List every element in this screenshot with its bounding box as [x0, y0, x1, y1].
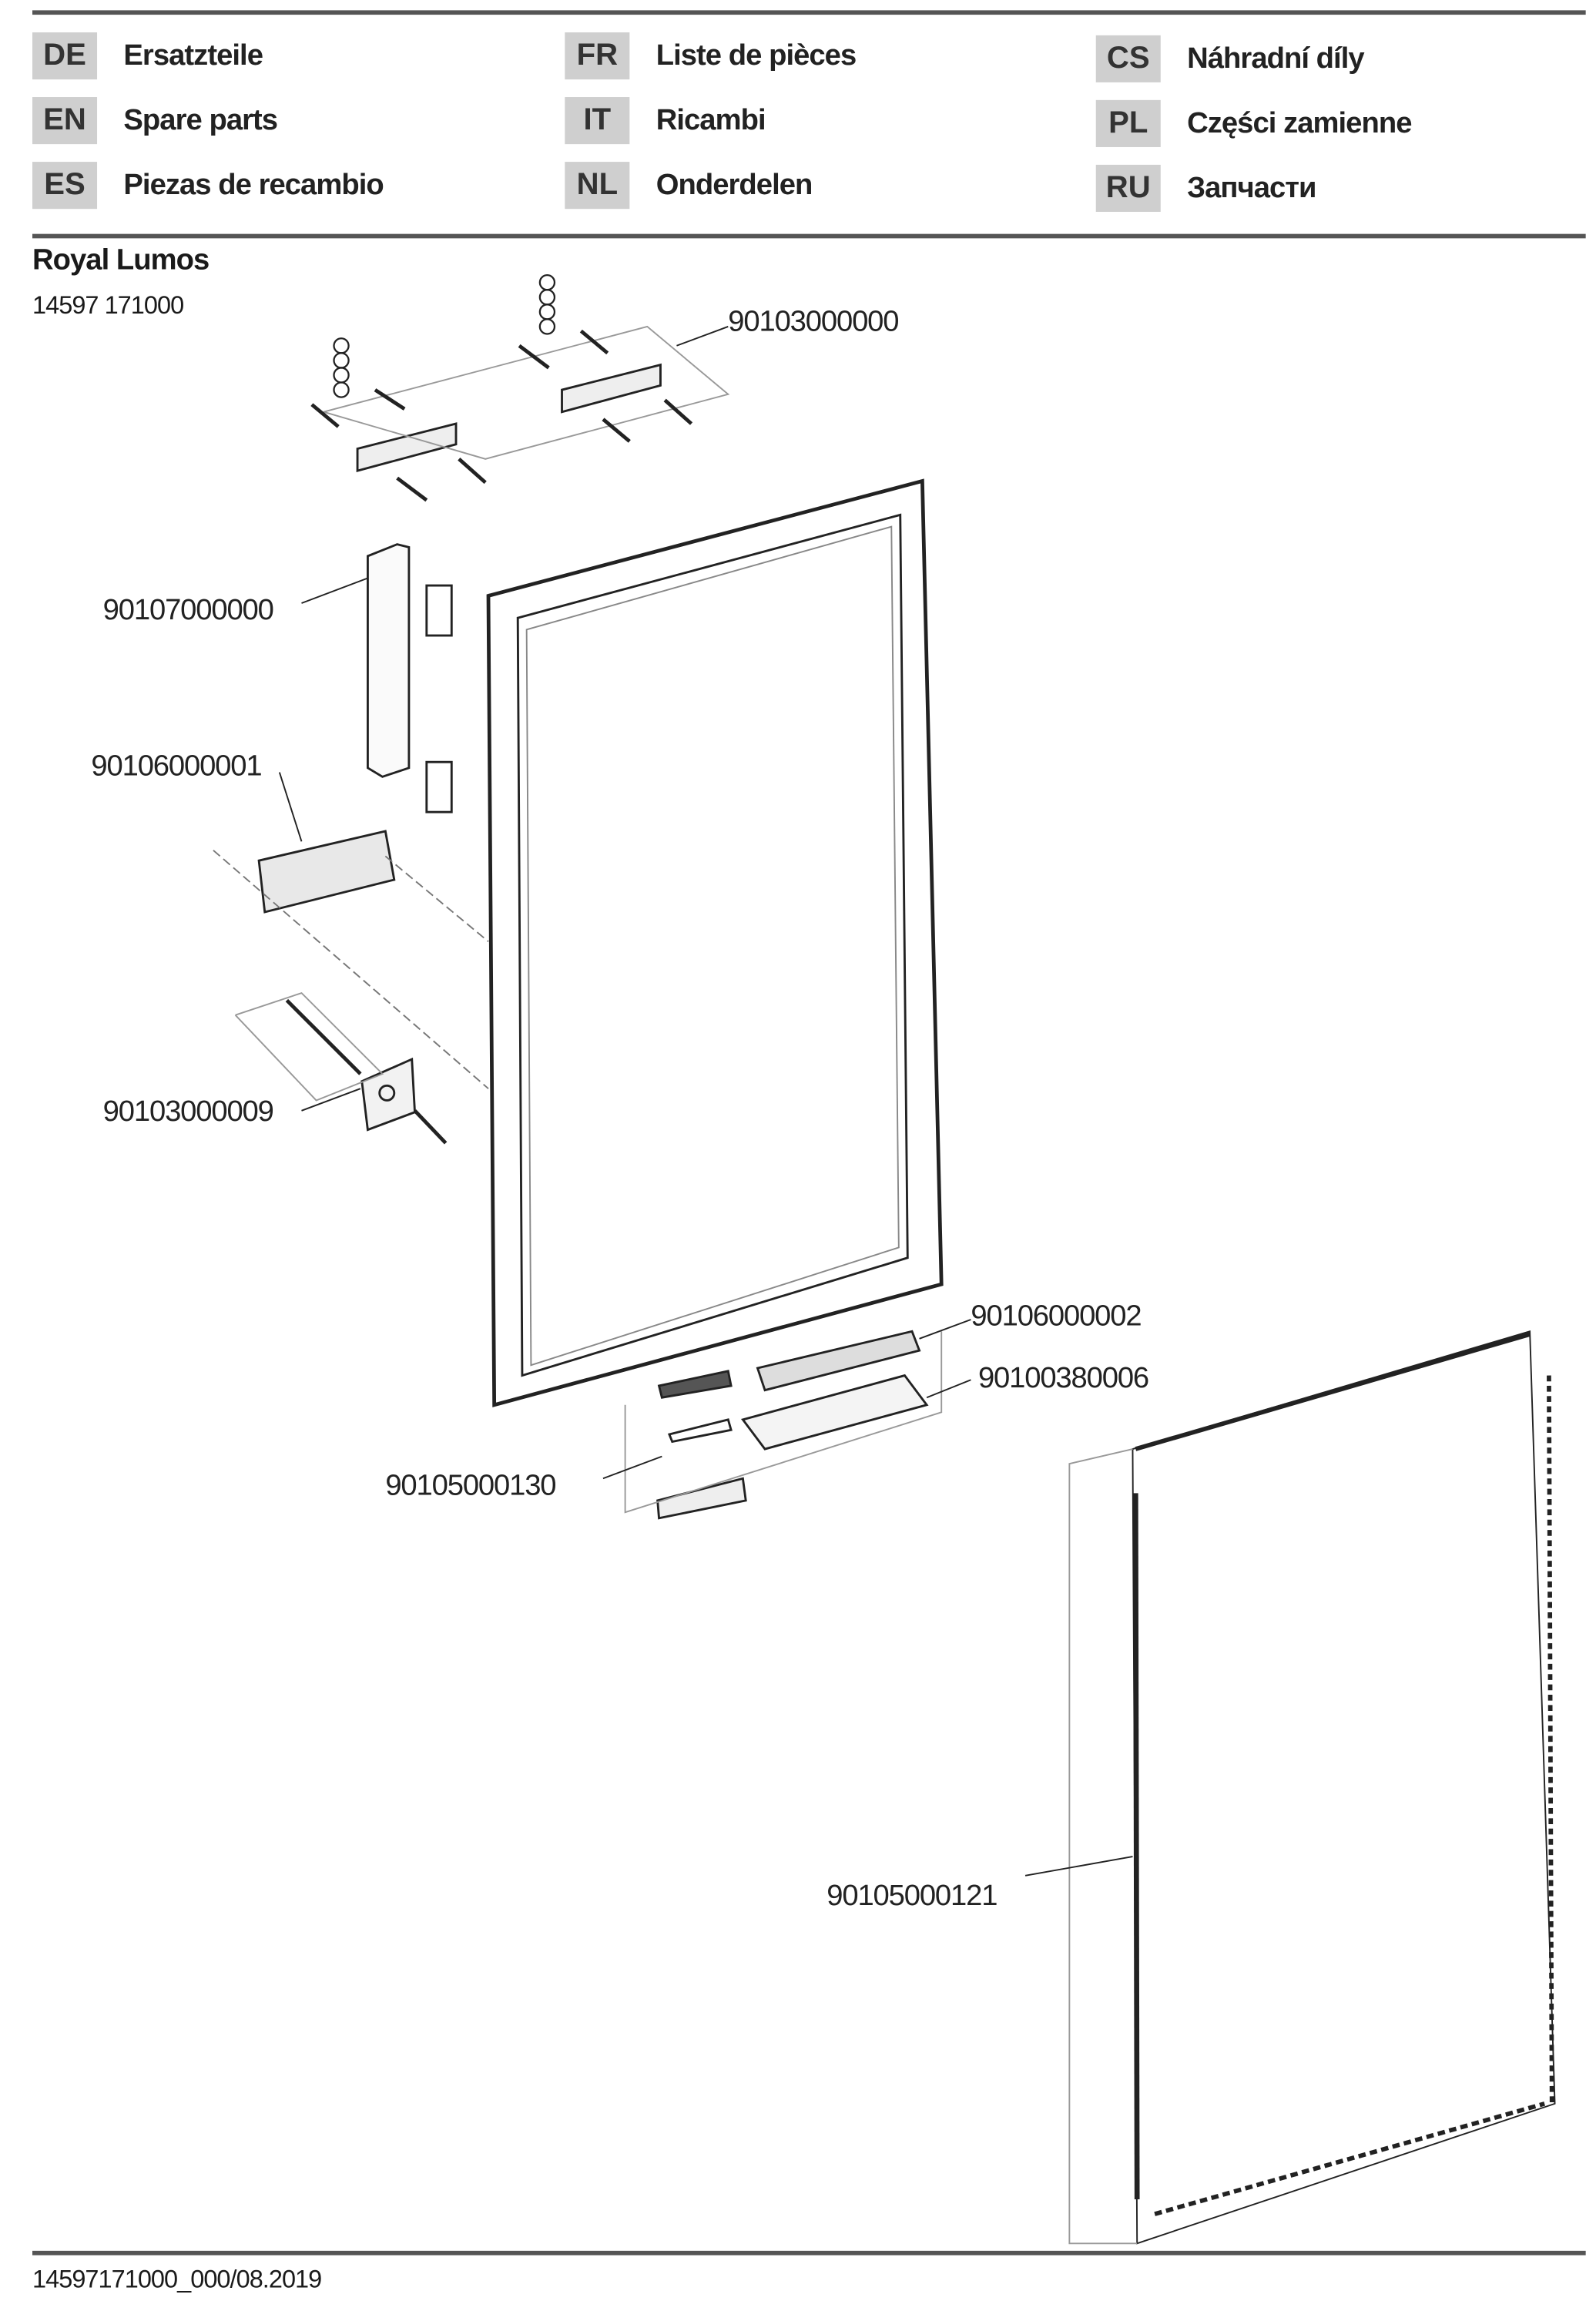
part-number-side-cover: 90107000000 [102, 594, 274, 627]
lang-code: CS [1095, 35, 1161, 82]
lang-label: Запчасти [1187, 171, 1316, 204]
document-id: 14597171000_000/08.2019 [32, 2265, 322, 2294]
lang-de: DE Ersatzteile [32, 32, 263, 80]
lang-code: IT [565, 97, 630, 145]
lang-label: Náhradní díly [1187, 42, 1365, 75]
part-number-wall-brackets: 90103000000 [728, 306, 899, 339]
part-number-bottom-bracket: 90100380006 [977, 1362, 1149, 1395]
control-unit [213, 772, 489, 1089]
part-number-back-panel: 90105000121 [826, 1880, 998, 1913]
lang-it: IT Ricambi [565, 97, 766, 145]
lang-ru: RU Запчасти [1095, 164, 1317, 212]
lang-nl: NL Onderdelen [565, 162, 813, 210]
lang-cs: CS Náhradní díly [1095, 35, 1365, 82]
back-panel [1024, 1330, 1556, 2245]
lang-en: EN Spare parts [32, 97, 278, 145]
lang-label: Spare parts [123, 103, 278, 136]
part-number-bottom-parts: 90105000130 [385, 1469, 556, 1502]
article-number: 14597 171000 [32, 291, 184, 320]
lang-pl: PL Części zamienne [1095, 99, 1412, 147]
lang-es: ES Piezas de recambio [32, 162, 384, 210]
lang-label: Onderdelen [656, 168, 813, 201]
lang-code: FR [565, 32, 630, 80]
lang-label: Liste de pièces [656, 39, 857, 72]
lang-label: Piezas de recambio [123, 168, 384, 201]
lang-code: EN [32, 97, 98, 145]
side-cover [301, 543, 453, 813]
part-number-control-unit: 90106000001 [91, 750, 262, 783]
lang-label: Ersatzteile [123, 39, 263, 72]
lang-label: Ricambi [656, 103, 766, 136]
lang-label: Części zamienne [1187, 106, 1412, 139]
part-number-socket-plate: 90103000009 [102, 1095, 274, 1129]
wall-bracket-set [310, 273, 730, 502]
lang-code: RU [1095, 164, 1161, 212]
lang-code: ES [32, 162, 98, 210]
bottom-parts [602, 1319, 971, 1520]
lang-fr: FR Liste de pièces [565, 32, 857, 80]
part-number-switch-bar: 90106000002 [971, 1300, 1142, 1333]
lang-code: PL [1095, 99, 1161, 147]
lang-code: NL [565, 162, 630, 210]
top-divider [32, 10, 1586, 15]
socket-plate [234, 991, 448, 1145]
product-name: Royal Lumos [32, 244, 210, 277]
mirror-frame [486, 478, 944, 1407]
footer-divider [32, 2250, 1586, 2256]
header-divider [32, 233, 1586, 239]
lang-code: DE [32, 32, 98, 80]
